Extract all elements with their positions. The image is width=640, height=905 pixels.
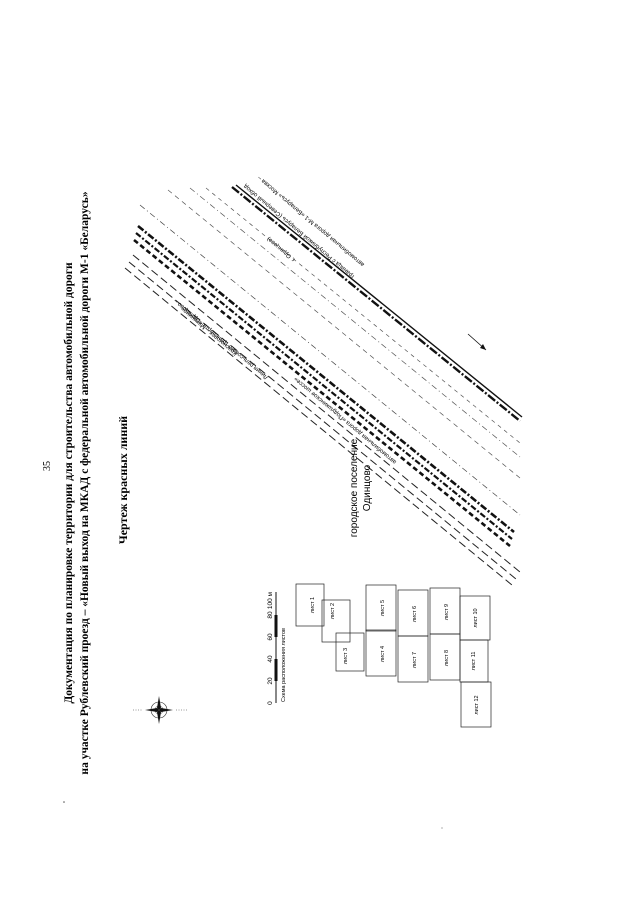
sheet-1-label: лист 1 — [310, 597, 316, 613]
main-road-edge-3 — [133, 238, 511, 548]
main-road-edge-2 — [135, 232, 513, 540]
scale-tick-40: 40 — [267, 655, 274, 663]
rail-line-outer-1 — [132, 254, 521, 573]
scale-tick-60: 60 — [267, 633, 274, 641]
scan-speck-2 — [441, 827, 443, 829]
red-line-2 — [167, 189, 521, 479]
sheet-5-label: лист 5 — [380, 600, 386, 616]
sheet-8-label: лист 8 — [444, 650, 450, 666]
podushkinskoe-road-1 — [231, 186, 521, 422]
drawing-title: Чертеж красных линий — [116, 416, 130, 544]
label-m1-line-3: г. Одинцово) — [266, 235, 296, 262]
road-corridor — [124, 184, 523, 586]
podushkinskoe-road-2 — [235, 184, 523, 418]
sheet-9-label: лист 9 — [444, 604, 450, 620]
sheet-4 — [365, 629, 397, 677]
sheet-2-label: лист 2 — [330, 603, 336, 619]
sheet-7 — [397, 635, 429, 683]
sheet-6-label: лист 6 — [412, 606, 418, 622]
scan-speck-1 — [63, 801, 65, 803]
label-m1-line-2: граница с Республикой Беларусь (Северный… — [242, 182, 356, 279]
label-rail-line-2: Красногорск – Мякинино» — [179, 305, 238, 356]
town-name-line-1: городское поселение — [349, 438, 360, 537]
header-line-1: Документация по планировке территории дл… — [63, 262, 75, 704]
red-line-3 — [189, 187, 521, 458]
scale-tick-80: 80 — [267, 611, 274, 619]
header-line-2: на участке Рублевский проезд – «Новый вы… — [79, 191, 91, 774]
scale-caption: Схема расположения листов — [281, 628, 287, 702]
sheet-3 — [335, 632, 365, 672]
scale-bar: 0 20 40 60 80 100 м Схема расположения л… — [267, 591, 287, 704]
town-name-line-2: Одинцово — [362, 464, 373, 511]
main-road-edge-1 — [137, 224, 515, 534]
scale-tick-0: 0 — [267, 701, 274, 705]
compass-rose-icon — [133, 696, 187, 724]
scale-tick-100: 100 м — [267, 591, 274, 609]
page-number: 35 — [42, 461, 53, 471]
sheet-4-label: лист 4 — [380, 646, 386, 662]
road-labels: автомобильная дорога «Подушкинское шоссе… — [293, 375, 398, 465]
label-podushkinskoe: автомобильная дорога «Подушкинское шоссе… — [293, 375, 398, 465]
rail-line-outer-3 — [124, 267, 513, 586]
sheet-12-label: лист 12 — [474, 695, 480, 714]
sheet-1 — [295, 583, 325, 627]
sheet-12 — [460, 681, 492, 728]
direction-arrowhead — [480, 344, 486, 350]
red-line-1 — [139, 204, 521, 516]
sheet-3-label: лист 3 — [343, 648, 349, 664]
scale-tick-20: 20 — [267, 677, 274, 685]
sheet-10-label: лист 10 — [473, 608, 479, 627]
sheet-11-label: лист 11 — [471, 652, 477, 671]
red-line-4 — [205, 187, 521, 444]
sheet-7-label: лист 7 — [412, 652, 418, 668]
sheet-5 — [365, 584, 397, 632]
sheet-layout-schema: лист 1 лист 2 лист 3 лист 4 лист 5 лист … — [295, 583, 492, 728]
